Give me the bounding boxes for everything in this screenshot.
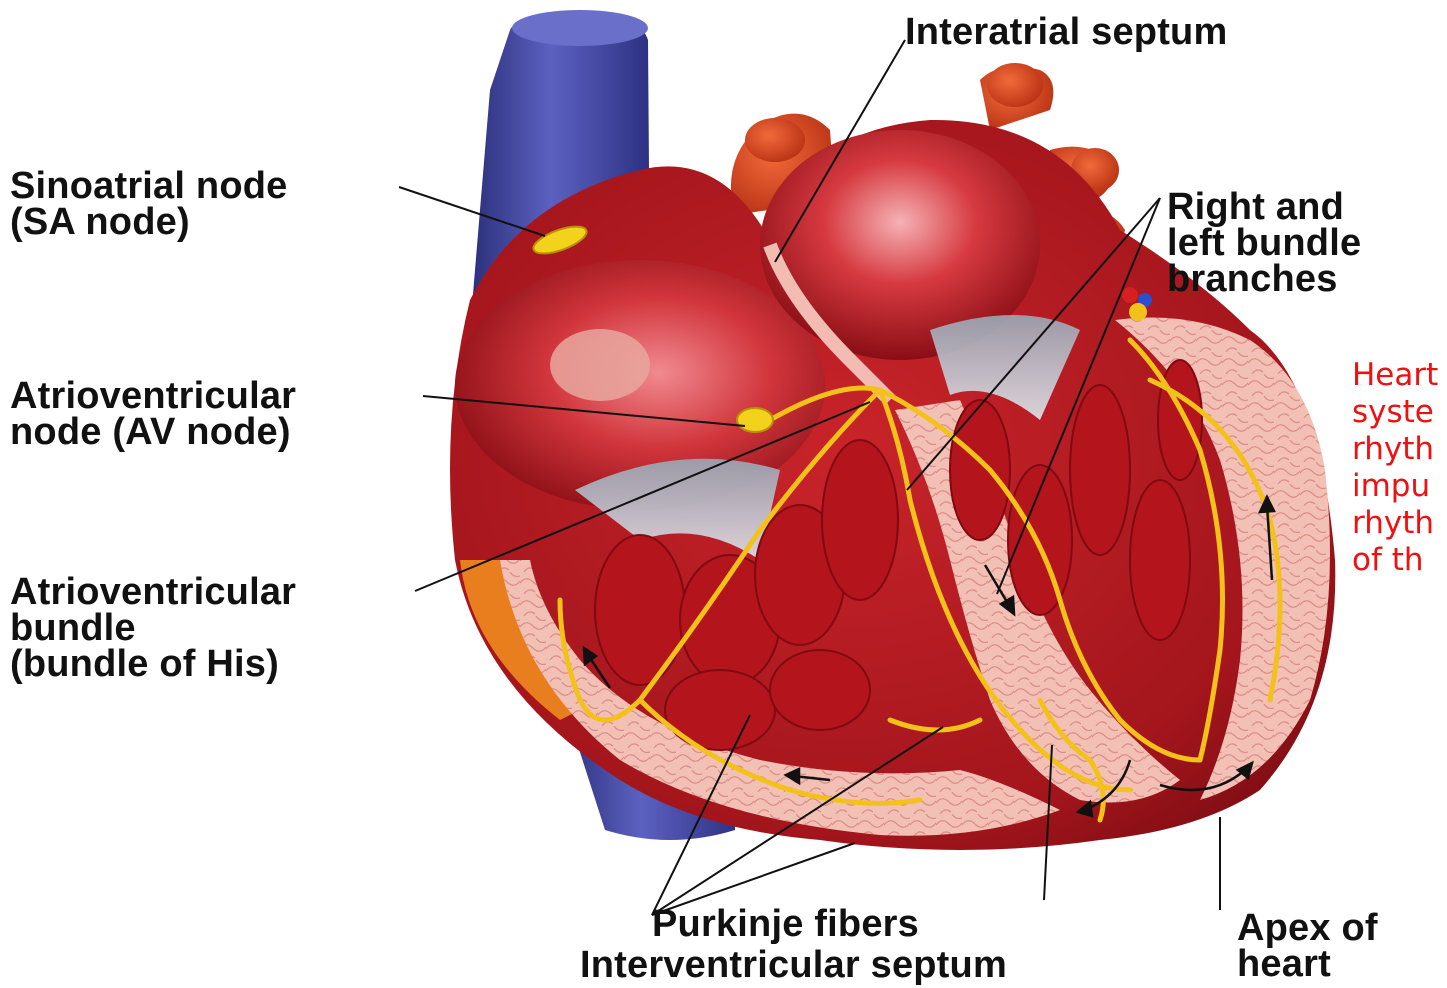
av-node-label: Atrioventricular node (AV node) <box>10 378 296 450</box>
bundle-branches-label: Right and left bundle branches <box>1167 189 1361 297</box>
interatrial-septum-label: Interatrial septum <box>905 14 1227 50</box>
purkinje-fibers-label: Purkinje fibers <box>652 906 919 942</box>
apex-of-heart-label: Apex of heart <box>1237 910 1378 982</box>
fossa-ovalis <box>550 329 650 401</box>
av-node <box>737 408 773 432</box>
sa-node-label: Sinoatrial node (SA node) <box>10 168 287 240</box>
interventricular-septum-label: Interventricular septum <box>580 947 1007 983</box>
side-note-text: Heart syste rhyth impu rhyth of th <box>1352 357 1447 579</box>
av-bundle-label: Atrioventricular bundle (bundle of His) <box>10 574 296 682</box>
